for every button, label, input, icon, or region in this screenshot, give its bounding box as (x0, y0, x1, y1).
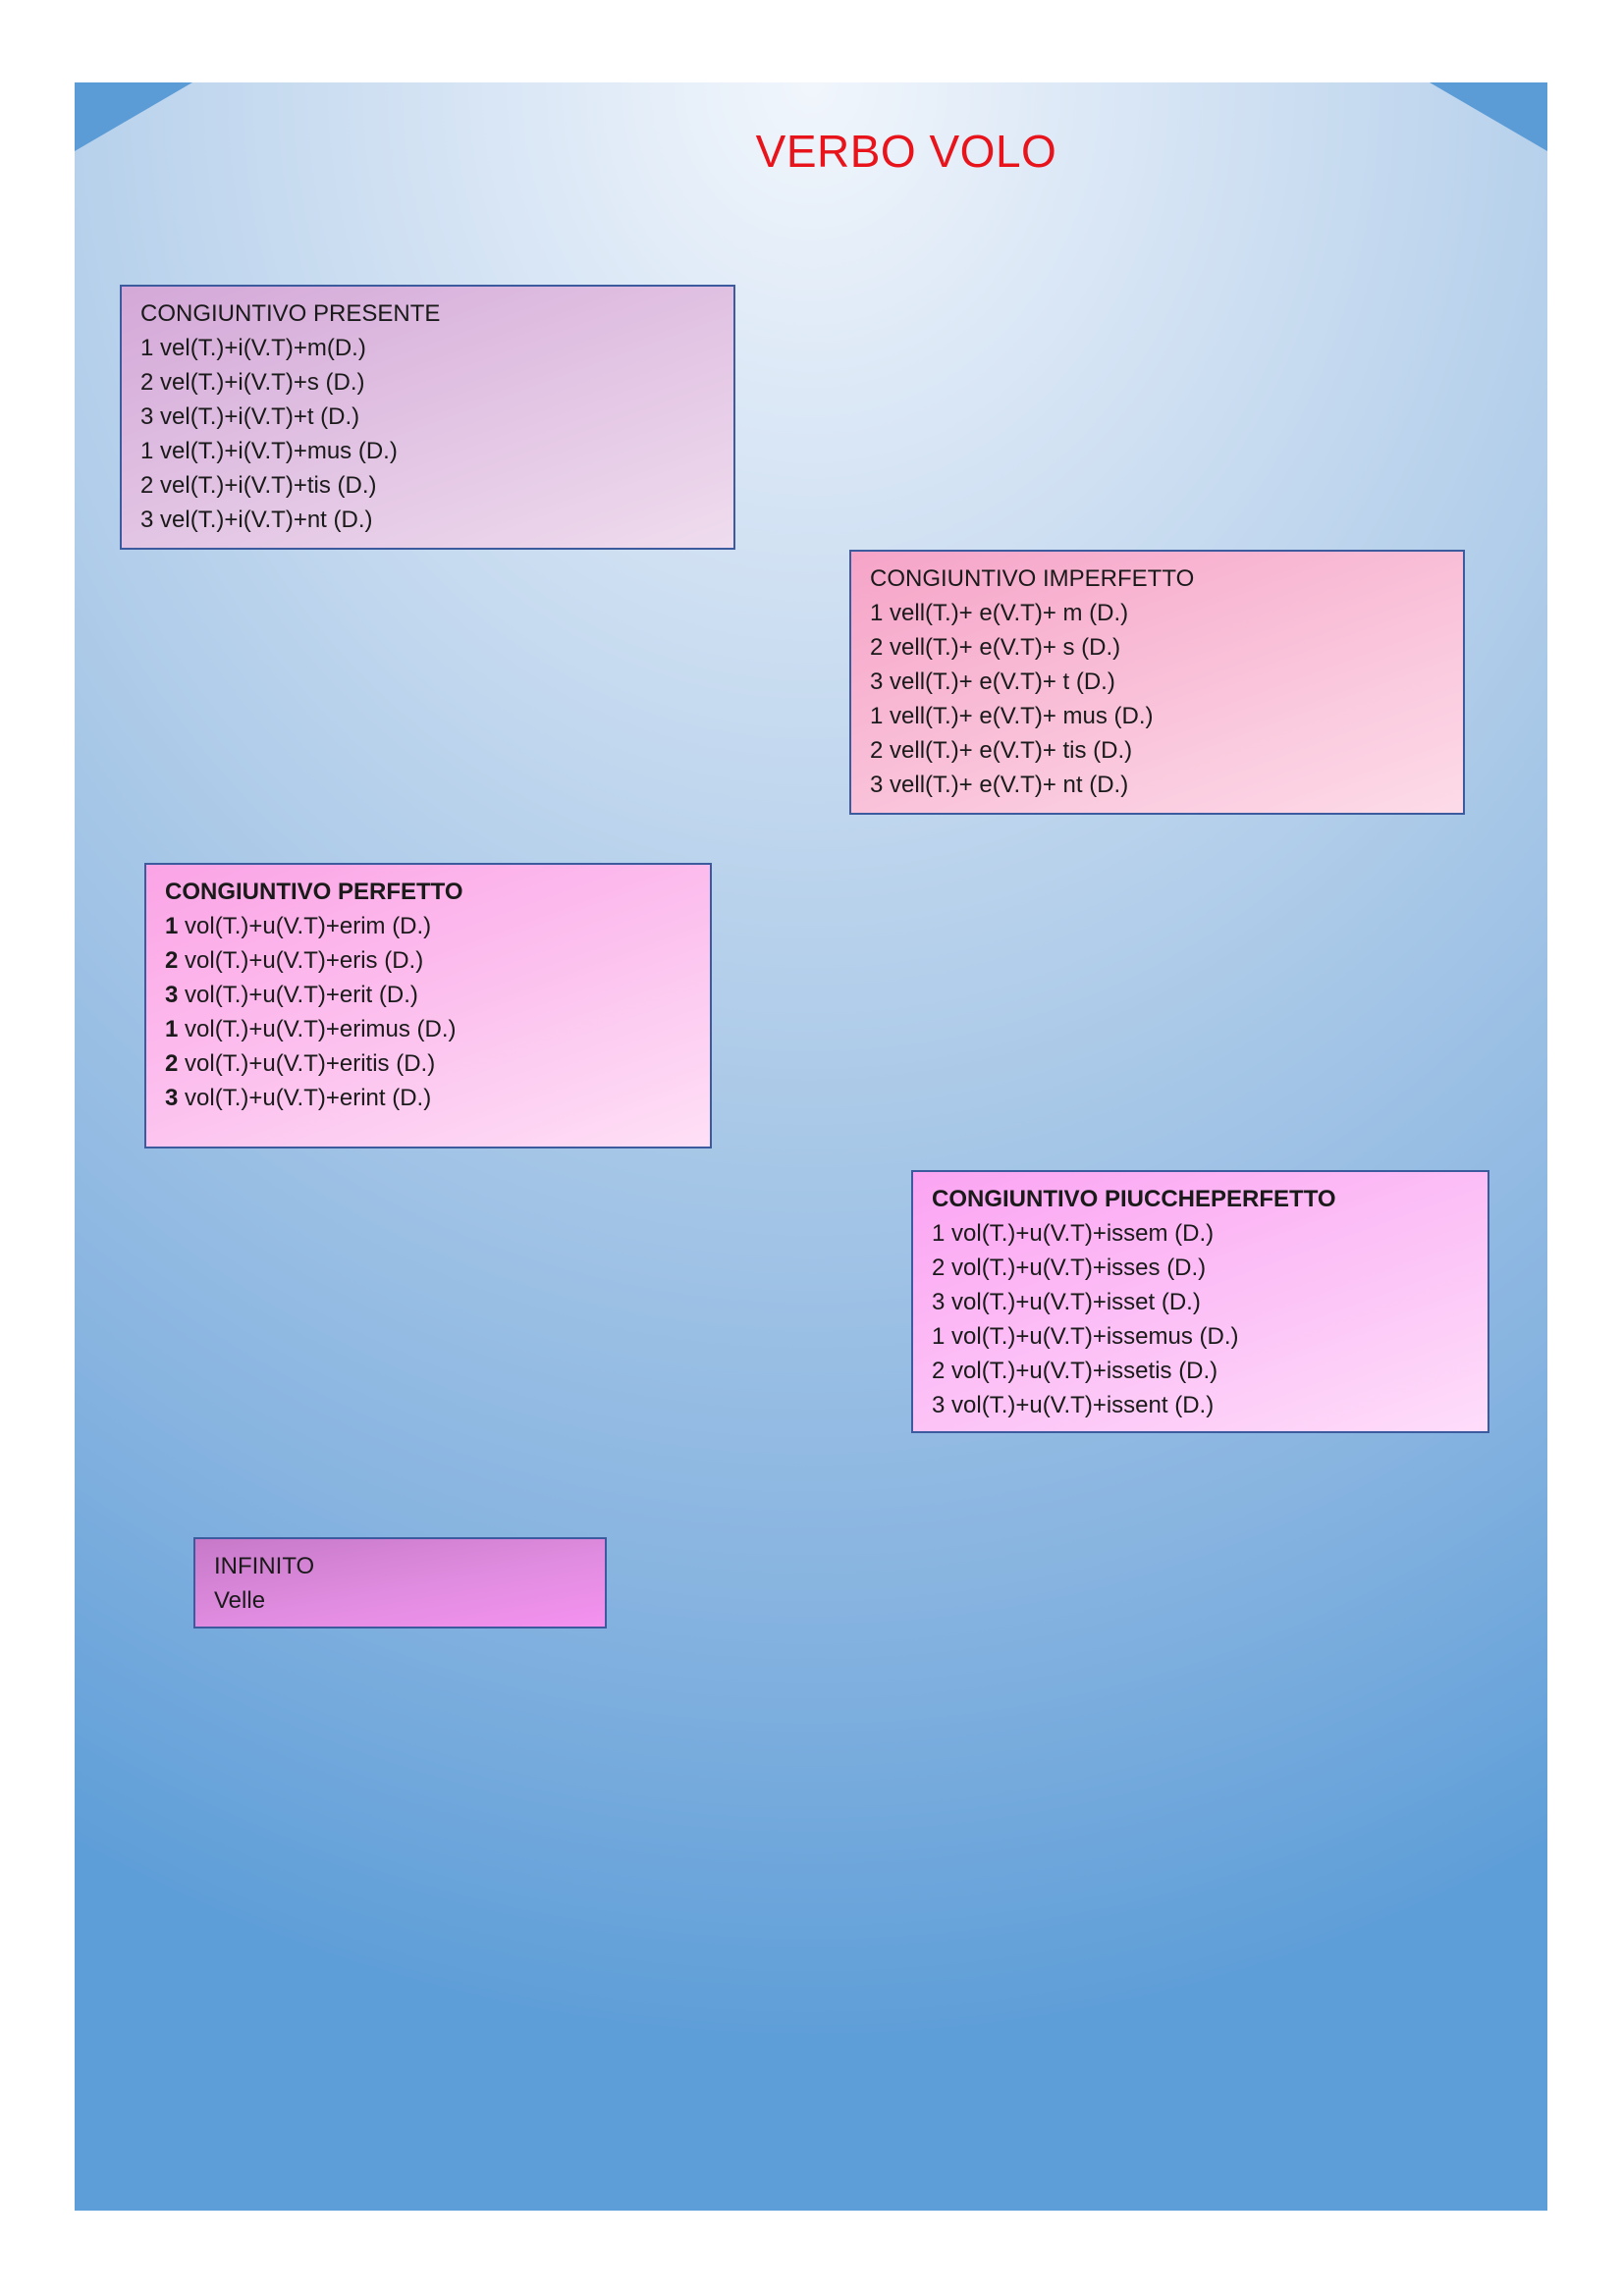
conjugation-line: 1 vol(T.)+u(V.T)+issem (D.) (932, 1220, 1215, 1247)
conjugation-line: 3 vel(T.)+i(V.T)+nt (D.) (140, 507, 373, 533)
conjugation-line: 1 vel(T.)+i(V.T)+mus (D.) (140, 438, 398, 464)
person-number: 1 (165, 913, 179, 939)
conjugation-line: 3 vol(T.)+u(V.T)+erit (D.) (165, 978, 691, 1012)
page-sheet: VERBO VOLO CONGIUNTIVO PRESENTE 1 vel(T.… (75, 82, 1547, 2211)
page-title: VERBO VOLO (755, 126, 1057, 177)
conjugation-line: 2 vell(T.)+ e(V.T)+ s (D.) (870, 634, 1121, 661)
conjugation-line: 2 vell(T.)+ e(V.T)+ tis (D.) (870, 737, 1133, 764)
box-congiuntivo-perfetto: CONGIUNTIVO PERFETTO 1 vol(T.)+u(V.T)+er… (144, 863, 712, 1148)
box-congiuntivo-piuccheperfetto: CONGIUNTIVO PIUCCHEPERFETTO 1 vol(T.)+u(… (911, 1170, 1489, 1433)
box-congiuntivo-imperfetto: CONGIUNTIVO IMPERFETTO 1 vell(T.)+ e(V.T… (849, 550, 1465, 815)
box-infinito: INFINITO Velle (193, 1537, 607, 1629)
conjugation-line: 1 vol(T.)+u(V.T)+issemus (D.) (932, 1323, 1239, 1350)
conjugation-line: 3 vol(T.)+u(V.T)+isset (D.) (932, 1289, 1201, 1315)
conjugation-line: 2 vol(T.)+u(V.T)+eris (D.) (165, 943, 691, 978)
box-heading-text: CONGIUNTIVO PERFETTO (165, 879, 463, 905)
conjugation-line: 3 vol(T.)+u(V.T)+erint (D.) (165, 1081, 691, 1115)
box-heading-text: CONGIUNTIVO PIUCCHEPERFETTO (932, 1186, 1336, 1212)
conjugation-line: 1 vol(T.)+u(V.T)+erimus (D.) (165, 1012, 691, 1046)
conjugation-line: 3 vol(T.)+u(V.T)+issent (D.) (932, 1392, 1215, 1418)
conjugation-line: 3 vell(T.)+ e(V.T)+ nt (D.) (870, 772, 1129, 798)
conjugation-line: 3 vel(T.)+i(V.T)+t (D.) (140, 403, 360, 430)
conjugation-line: 1 vol(T.)+u(V.T)+erim (D.) (165, 909, 691, 943)
person-number: 3 (165, 982, 179, 1008)
conjugation-line: 1 vel(T.)+i(V.T)+m(D.) (140, 335, 366, 361)
conjugation-line: 2 vel(T.)+i(V.T)+s (D.) (140, 369, 365, 396)
conjugation-line: 2 vol(T.)+u(V.T)+issetis (D.) (932, 1358, 1218, 1384)
conjugation-line: 2 vol(T.)+u(V.T)+isses (D.) (932, 1255, 1207, 1281)
conjugation-line: 3 vell(T.)+ e(V.T)+ t (D.) (870, 668, 1115, 695)
person-number: 2 (165, 1050, 179, 1077)
box-heading: CONGIUNTIVO IMPERFETTO (870, 565, 1195, 592)
conjugation-line: 1 vell(T.)+ e(V.T)+ m (D.) (870, 600, 1129, 626)
conjugation-text: vol(T.)+u(V.T)+erit (D.) (178, 982, 418, 1008)
person-number: 3 (165, 1085, 179, 1111)
conjugation-text: vol(T.)+u(V.T)+eris (D.) (178, 947, 424, 974)
infinitive-value: Velle (214, 1587, 266, 1614)
conjugation-text: vol(T.)+u(V.T)+erim (D.) (178, 913, 432, 939)
conjugation-line: 2 vol(T.)+u(V.T)+eritis (D.) (165, 1046, 691, 1081)
conjugation-line: 1 vell(T.)+ e(V.T)+ mus (D.) (870, 703, 1154, 729)
conjugation-text: vol(T.)+u(V.T)+eritis (D.) (178, 1050, 436, 1077)
box-heading: CONGIUNTIVO PERFETTO (165, 875, 691, 909)
person-number: 2 (165, 947, 179, 974)
box-heading: INFINITO (214, 1553, 315, 1579)
box-heading: CONGIUNTIVO PRESENTE (140, 300, 441, 327)
conjugation-line: 2 vel(T.)+i(V.T)+tis (D.) (140, 472, 377, 499)
box-heading: CONGIUNTIVO PIUCCHEPERFETTO (932, 1182, 1469, 1216)
box-congiuntivo-presente: CONGIUNTIVO PRESENTE 1 vel(T.)+i(V.T)+m(… (120, 285, 735, 550)
conjugation-text: vol(T.)+u(V.T)+erint (D.) (178, 1085, 432, 1111)
conjugation-text: vol(T.)+u(V.T)+erimus (D.) (178, 1016, 457, 1042)
person-number: 1 (165, 1016, 179, 1042)
